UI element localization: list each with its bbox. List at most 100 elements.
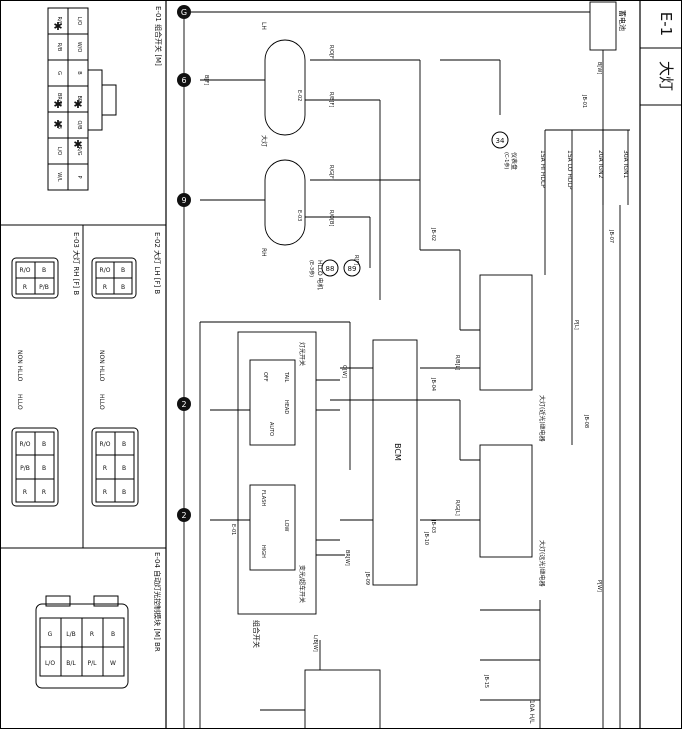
pin-label: B	[76, 71, 82, 75]
svg-text:R[F]: R[F]	[353, 255, 359, 265]
ground-nodes: G 6 9 2 2	[177, 5, 191, 522]
dimmer-switch	[249, 484, 296, 571]
svg-text:B: B	[42, 267, 46, 274]
auto-light-module	[304, 669, 381, 731]
svg-text:R: R	[103, 489, 107, 496]
variant-label: NON HLLO	[16, 350, 23, 382]
pin-label: L/O	[56, 147, 62, 155]
lamp-lh-label: LH	[260, 22, 267, 30]
connector-e02-title: E-02 大灯 LH [F] B	[153, 232, 162, 294]
svg-text:BR[W]: BR[W]	[344, 550, 350, 566]
svg-text:B: B	[121, 284, 125, 291]
svg-text:FLASH: FLASH	[260, 490, 266, 506]
svg-text:R: R	[23, 284, 27, 291]
connector-e01-title: E-01 组合开关 [M]	[154, 6, 163, 66]
pin-label: P	[76, 175, 82, 178]
pin-label: BR	[76, 96, 82, 103]
svg-text:L/B[W]: L/B[W]	[312, 635, 318, 652]
svg-text:R/G[L]: R/G[L]	[454, 500, 460, 516]
title-strip: E-1 大灯	[639, 0, 682, 729]
svg-text:88: 88	[326, 265, 335, 273]
svg-text:P/B: P/B	[39, 284, 49, 291]
pin-label: L/B	[56, 121, 62, 129]
svg-text:JB-02: JB-02	[430, 227, 436, 241]
svg-text:P[W]: P[W]	[596, 580, 602, 592]
lamp-rh-label: RH	[260, 248, 267, 257]
variant-label: NON HLLO	[98, 350, 105, 382]
svg-text:TAIL: TAIL	[283, 371, 289, 383]
svg-text:R: R	[103, 284, 107, 291]
pin-label: G	[56, 71, 62, 75]
pin-label: W/L	[56, 172, 62, 182]
cluster-ref: (C-1参)	[503, 152, 510, 169]
svg-text:R/O[F]: R/O[F]	[328, 45, 334, 61]
svg-text:B: B	[121, 267, 125, 274]
svg-text:R/O: R/O	[100, 267, 111, 274]
pin-cell	[67, 163, 89, 191]
svg-text:JB-10: JB-10	[423, 531, 429, 545]
combo-switch	[237, 331, 317, 615]
svg-text:B[F]: B[F]	[203, 75, 209, 85]
svg-text:R/G[F]: R/G[F]	[328, 165, 334, 181]
page-title: 大灯	[657, 61, 675, 91]
svg-text:R: R	[42, 489, 46, 496]
svg-text:P/L: P/L	[88, 660, 98, 667]
svg-text:9: 9	[181, 196, 186, 205]
light-switch-label: 灯光开关	[298, 342, 306, 366]
svg-text:2: 2	[181, 511, 186, 520]
lamp-lh-name: 大灯	[260, 135, 268, 147]
relay-low-title: 大灯(近光)继电器	[538, 395, 546, 442]
star-icon: ✱	[53, 118, 62, 131]
relay-high	[479, 444, 533, 558]
svg-text:R/O: R/O	[100, 441, 111, 448]
headlamp-rh	[264, 159, 306, 246]
svg-text:E-03: E-03	[296, 210, 302, 221]
pin-label: R/B	[56, 43, 62, 52]
svg-text:JB-04: JB-04	[430, 377, 436, 391]
svg-text:JB-07: JB-07	[608, 229, 614, 243]
svg-text:G: G	[48, 631, 53, 638]
svg-text:HIGH: HIGH	[260, 545, 266, 558]
pin-label: W/O	[76, 42, 82, 53]
bcm-label: BCM	[393, 443, 402, 461]
fuse-label: 15A LO HDLP	[566, 150, 573, 190]
pin-label: BR/B	[56, 93, 62, 106]
svg-text:JB-09: JB-09	[364, 571, 370, 585]
svg-text:OFF: OFF	[262, 372, 268, 382]
fuse-label: 15A HI HDLP	[539, 150, 546, 188]
svg-text:R: R	[103, 465, 107, 472]
svg-text:R: R	[90, 631, 94, 638]
hllo-ref: (E-3参)	[308, 260, 315, 277]
svg-text:L/B: L/B	[66, 631, 75, 638]
pin-label: R/G	[76, 146, 82, 155]
connector-e02-hllo: R/O B R B R B	[91, 427, 139, 507]
svg-text:B: B	[42, 465, 46, 472]
svg-text:O[W]: O[W]	[341, 365, 347, 378]
battery-label: 蓄电池	[618, 10, 627, 31]
light-switch	[249, 359, 296, 446]
connector-e03-non-hllo: R/O B R P/B	[11, 257, 59, 299]
pin-label: R/O	[56, 16, 62, 25]
connector-e04: G L/B R B L/O B/L P/L W	[35, 595, 129, 689]
svg-text:E-02: E-02	[296, 90, 302, 101]
svg-text:R/O: R/O	[20, 441, 31, 448]
connector-e03-title: E-03 大灯 RH [F] B	[72, 232, 81, 295]
svg-text:R/B[L]: R/B[L]	[454, 355, 460, 370]
svg-text:AUTO: AUTO	[268, 422, 274, 436]
svg-text:B: B	[111, 631, 115, 638]
svg-text:HEAD: HEAD	[283, 400, 289, 414]
svg-text:R/O: R/O	[20, 267, 31, 274]
svg-text:34: 34	[496, 137, 505, 145]
svg-text:P/B: P/B	[20, 465, 30, 472]
star-icon: ✱	[73, 138, 82, 151]
combo-switch-label: 组合开关	[252, 620, 261, 648]
svg-text:2: 2	[181, 400, 186, 409]
svg-text:B/L: B/L	[66, 660, 76, 667]
svg-text:R/B[F]: R/B[F]	[328, 92, 334, 107]
page-code: E-1	[657, 12, 675, 36]
connector-e02-non-hllo: R/O B R B	[91, 257, 137, 299]
bcm-module	[372, 339, 418, 586]
